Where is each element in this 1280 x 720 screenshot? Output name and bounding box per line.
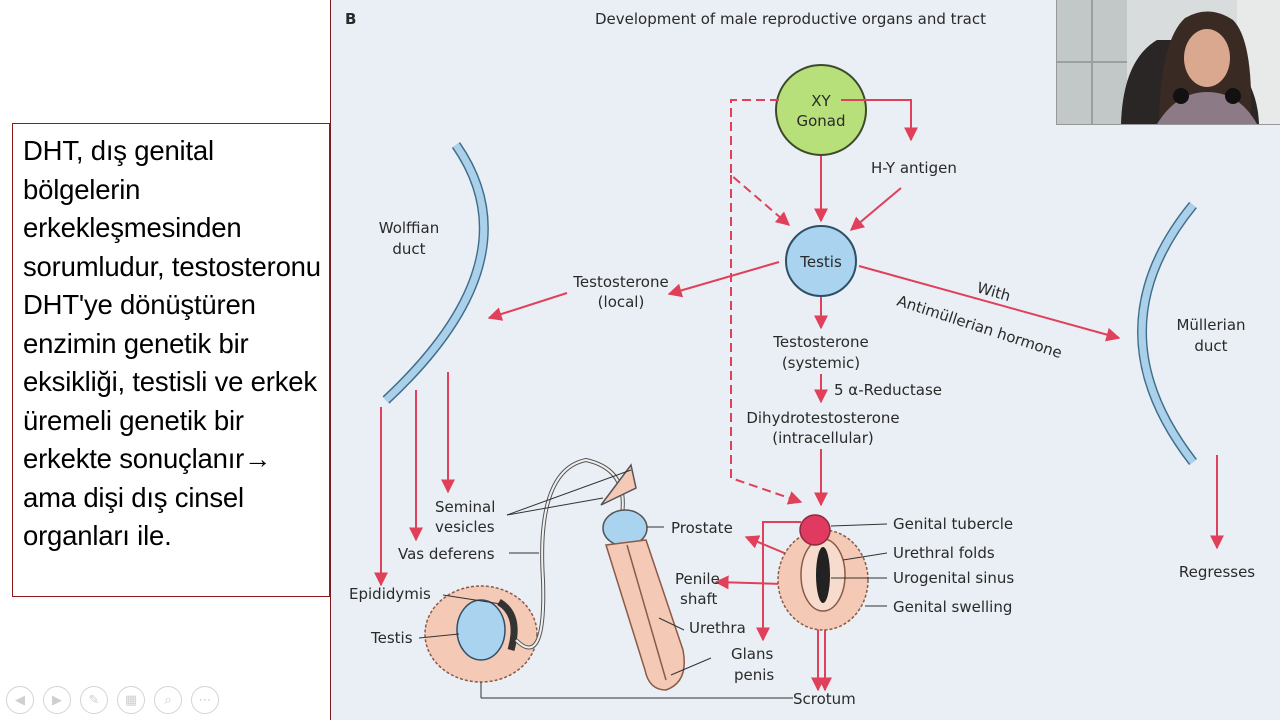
more-icon[interactable]: ⋯ [191,686,219,714]
genital-tubercle-label: Genital tubercle [893,515,1013,533]
previous-icon[interactable]: ◀ [6,686,34,714]
headphones-icon [1173,88,1189,104]
mullerian-duct-label: Müllerian [1176,316,1245,334]
penile-shaft-sub-label: shaft [680,590,718,608]
pen-icon[interactable]: ✎ [80,686,108,714]
scrotum-label: Scrotum [793,690,856,708]
urethra-drawing [626,544,667,681]
wolffian-duct-label: Wolffian [379,219,440,237]
hy-antigen-label: H-Y antigen [871,159,957,177]
slideshow-toolbar: ◀ ▶ ✎ ▦ ⌕ ⋯ [6,686,219,714]
xy-label: XY [811,92,831,110]
leader-lines [418,469,888,699]
testis-center-label: Testis [799,253,842,271]
gonad-label: Gonad [796,112,845,130]
dht-sub-label: (intracellular) [772,429,873,447]
text-box: DHT, dış genital bölgelerin erkekleşmesi… [12,123,330,597]
testosterone-local-sub-label: (local) [598,293,645,311]
genital-swelling-label: Genital swelling [893,598,1012,616]
regresses-label: Regresses [1179,563,1255,581]
testis-bottom-label: Testis [370,629,413,647]
glans-penis-label: Glans [731,645,773,663]
urogenital-sinus-label: Urogenital sinus [893,569,1014,587]
wolffian-duct [383,143,488,403]
slides-icon[interactable]: ▦ [117,686,145,714]
urethral-folds-label: Urethral folds [893,544,995,562]
panel-letter: B [345,10,356,28]
penis-drawing [605,539,685,691]
seminal-vesicles-sub-label: vesicles [435,518,495,536]
testis-circle [785,225,857,297]
mullerian-duct-sub-label: duct [1194,337,1227,355]
urethra-label: Urethra [689,619,746,637]
wolffian-duct-sub-label: duct [392,240,425,258]
body-text: DHT, dış genital bölgelerin erkekleşmesi… [23,135,321,551]
genital-tubercle-drawing [799,514,831,546]
prostate-label: Prostate [671,519,733,537]
testosterone-systemic-sub-label: (systemic) [782,354,860,372]
webcam-face [1184,29,1230,87]
urogenital-sinus-drawing [816,547,830,603]
penile-shaft-label: Penile [675,570,720,588]
vas-deferens-label: Vas deferens [398,545,495,563]
epididymis-label: Epididymis [349,585,431,603]
xy-gonad-circle [775,64,867,156]
webcam-video [1056,0,1280,125]
figure-title: Development of male reproductive organs … [595,10,986,28]
zoom-icon[interactable]: ⌕ [154,686,182,714]
next-icon[interactable]: ▶ [43,686,71,714]
glans-penis-sub-label: penis [734,666,774,684]
seminal-vesicles-label: Seminal [435,498,495,516]
seminal-vesicles-drawing [600,463,637,506]
testosterone-systemic-label: Testosterone [772,333,868,351]
epididymis-drawing [496,598,518,651]
arrows [374,99,1224,692]
dht-label: Dihydrotestosterone [746,409,899,427]
testis-drawing [456,599,506,661]
testosterone-local-label: Testosterone [572,273,668,291]
mullerian-duct [1138,202,1196,465]
reductase-label: 5 α-Reductase [834,381,942,399]
